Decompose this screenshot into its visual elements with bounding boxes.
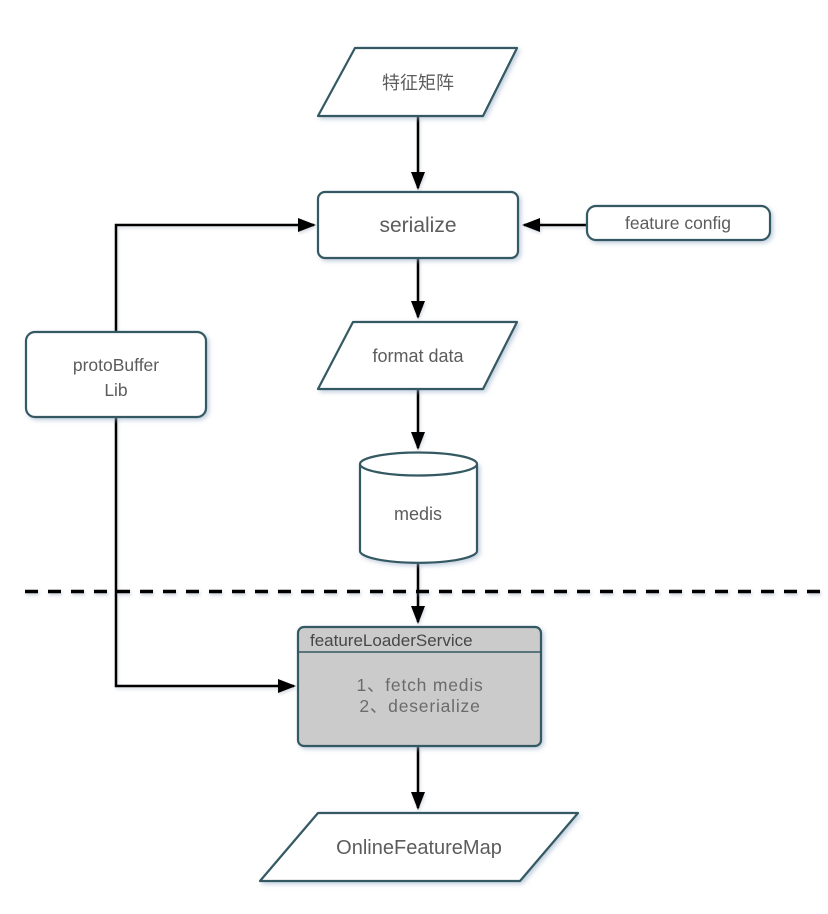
connector-protobuffer-to-featureloader bbox=[114, 417, 296, 693]
feature-loader-service-step2: 2、deserialize bbox=[359, 696, 480, 716]
node-feature-loader-service: featureLoaderService 1、fetch medis 2、des… bbox=[296, 625, 543, 748]
feature-config-label: feature config bbox=[625, 213, 731, 233]
feature-loader-service-step1: 1、fetch medis bbox=[356, 675, 483, 695]
protobuffer-lib-label-line2: Lib bbox=[104, 380, 127, 400]
feature-matrix-shape bbox=[316, 46, 519, 118]
feature-loader-service-title: featureLoaderService bbox=[310, 631, 473, 650]
format-data-shape bbox=[316, 320, 519, 391]
feature-config-shape bbox=[585, 204, 772, 242]
node-feature-matrix: 特征矩阵 bbox=[316, 46, 519, 118]
medis-cylinder-body bbox=[358, 462, 479, 564]
protobuffer-lib-label-line1: protoBuffer bbox=[73, 355, 159, 375]
serialize-label: serialize bbox=[379, 214, 456, 237]
feature-loader-service-shape bbox=[296, 625, 543, 748]
node-feature-config: feature config bbox=[585, 204, 772, 242]
format-data-label: format data bbox=[372, 346, 464, 366]
node-online-feature-map: OnlineFeatureMap bbox=[258, 811, 580, 883]
node-serialize: serialize bbox=[316, 190, 520, 260]
online-feature-map-label: OnlineFeatureMap bbox=[336, 837, 502, 859]
node-protobuffer-lib: protoBuffer Lib bbox=[24, 330, 208, 419]
node-format-data: format data bbox=[316, 320, 519, 391]
protobuffer-lib-shape bbox=[24, 330, 208, 419]
connector-protobuffer-to-serialize bbox=[114, 218, 316, 332]
online-feature-map-shape bbox=[258, 811, 580, 883]
feature-matrix-label: 特征矩阵 bbox=[382, 73, 454, 93]
serialize-shape bbox=[316, 190, 520, 260]
node-medis: medis bbox=[358, 451, 479, 564]
medis-cylinder-top bbox=[358, 451, 479, 477]
medis-label: medis bbox=[394, 504, 442, 524]
